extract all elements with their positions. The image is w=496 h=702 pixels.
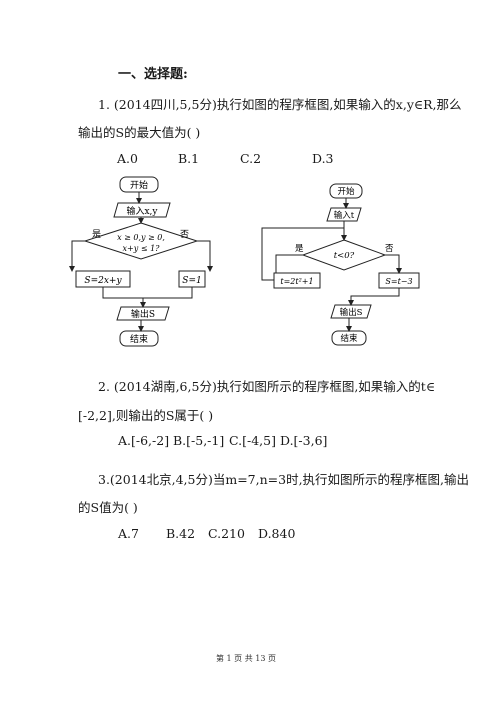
f1-input-node <box>113 202 171 218</box>
f2-decision-node <box>301 239 387 271</box>
q1-text-line1: 1. (2014四川,5,5分)执行如图的程序框图,如果输入的x,y∈R,那么 <box>98 97 462 112</box>
f1-end-label: 结束 <box>130 333 148 345</box>
q3-option-d: D.840 <box>258 526 296 541</box>
f2-start-label: 开始 <box>337 186 355 197</box>
q3-option-c: C.210 <box>208 526 245 541</box>
f1-yes-label: 是 <box>92 229 101 240</box>
q3-option-b: B.42 <box>166 526 196 541</box>
q1-option-b: B.1 <box>178 151 200 166</box>
f1-output-node <box>116 306 170 321</box>
q3-text-line1: 3.(2014北京,4,5分)当m=7,n=3时,执行如图所示的程序框图,输出 <box>98 472 470 487</box>
f2-output-label: 输出S <box>340 307 363 318</box>
f1-start-label: 开始 <box>130 179 148 191</box>
f2-input-label: 输入t <box>334 210 355 221</box>
f2-right-process-label: S=t−3 <box>385 277 412 286</box>
f2-no-label: 否 <box>385 244 394 254</box>
page-number-footer: 第 1 页 共 13 页 <box>216 654 276 663</box>
f1-decision-node <box>83 222 199 260</box>
section-title: 一、选择题: <box>118 67 188 82</box>
f1-input-label: 输入x,y <box>126 205 158 217</box>
f2-input-node <box>326 207 362 222</box>
q1-option-d: D.3 <box>312 151 334 166</box>
f2-end-label: 结束 <box>340 333 358 344</box>
f1-left-process-label: S=2x+y <box>84 276 122 286</box>
q1-option-c: C.2 <box>240 151 262 166</box>
f2-cond-label: t<0? <box>334 251 355 261</box>
f1-output-label: 输出S <box>131 308 155 320</box>
q1-text-line2: 输出的S的最大值为( ) <box>78 125 201 140</box>
f1-cond-line1: x ≥ 0,y ≥ 0, <box>117 233 165 242</box>
f1-right-process-label: S=1 <box>182 276 201 286</box>
f1-cond-line2: x+y ≤ 1? <box>123 244 161 253</box>
q2-option-b: B.[-5,-1] <box>173 433 225 448</box>
q2-option-d: D.[-3,6] <box>280 433 328 448</box>
q1-option-a: A.0 <box>117 151 138 166</box>
f2-yes-label: 是 <box>295 244 304 254</box>
q2-option-a: A.[-6,-2] <box>118 433 170 448</box>
q3-text-line2: 的S值为( ) <box>78 500 138 515</box>
f2-left-process-label: t=2t²+1 <box>280 277 313 286</box>
q3-option-a: A.7 <box>118 526 139 541</box>
f1-no-label: 否 <box>180 229 189 240</box>
q2-text-line1: 2. (2014湖南,6,5分)执行如图所示的程序框图,如果输入的t∈ <box>98 379 436 394</box>
q2-text-line2: [-2,2],则输出的S属于( ) <box>78 408 214 423</box>
f2-output-node <box>330 304 372 319</box>
q2-option-c: C.[-4,5] <box>229 433 276 448</box>
